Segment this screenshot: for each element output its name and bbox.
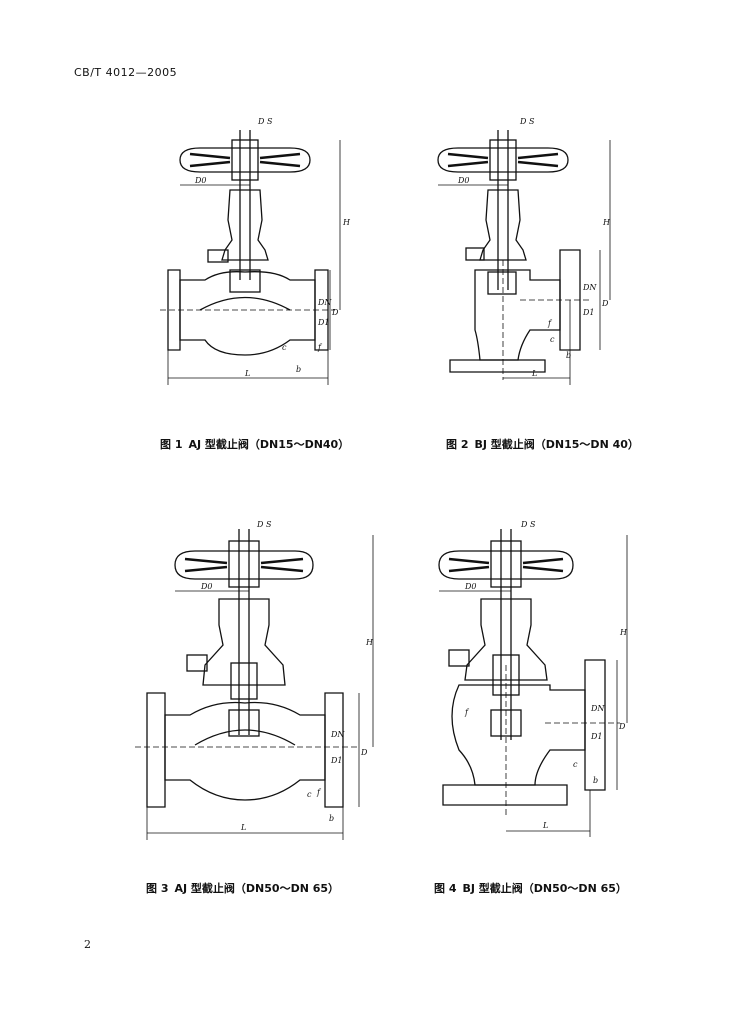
figure-2-number: 图 2 (446, 438, 469, 451)
fig1-label-ds: D S (257, 117, 273, 126)
fig3-label-ds: D S (256, 520, 272, 529)
figure-3-drawing: D S D0 H D DN D1 c b f L (135, 520, 374, 840)
fig4-label-l: L (542, 821, 548, 830)
fig4-label-h: H (619, 628, 628, 637)
fig1-label-h: H (342, 218, 351, 227)
fig2-label-dn: DN (582, 283, 597, 292)
figure-2-drawing: D S D0 H D DN D1 c b f L (437, 117, 611, 385)
figure-4-title: BJ 型截止阀（DN50～DN 65） (462, 882, 627, 895)
figure-1-number: 图 1 (160, 438, 183, 451)
fig3-label-h: H (365, 638, 374, 647)
fig4-label-d1: D1 (590, 732, 603, 741)
fig2-label-d: D (601, 299, 609, 308)
page-number: 2 (84, 938, 91, 951)
fig4-label-dn: DN (590, 704, 605, 713)
fig2-label-ds: D S (519, 117, 535, 126)
figure-1-caption: 图 1 AJ 型截止阀（DN15～DN40） (160, 436, 349, 452)
figure-3-title: AJ 型截止阀（DN50～DN 65） (174, 882, 340, 895)
fig3-label-f: f (316, 788, 322, 797)
fig3-label-c: c (307, 790, 312, 799)
fig3-label-dn: DN (330, 730, 345, 739)
fig2-label-c: c (550, 335, 555, 344)
fig1-label-dn: DN (317, 298, 332, 307)
fig3-label-d: D (360, 748, 368, 757)
figure-2-caption: 图 2 BJ 型截止阀（DN15～DN 40） (446, 436, 639, 452)
fig3-label-l: L (240, 823, 246, 832)
fig2-label-h: H (602, 218, 611, 227)
fig4-label-ds: D S (520, 520, 536, 529)
fig4-label-do: D0 (464, 582, 477, 591)
fig1-label-d: D (331, 308, 339, 317)
fig1-label-d1: D1 (317, 318, 330, 327)
fig1-label-f: f (317, 343, 323, 352)
fig2-label-l: L (531, 369, 537, 378)
figure-1-drawing: D S D0 H D DN D1 c b f L (160, 117, 351, 385)
fig3-label-do: D0 (200, 582, 213, 591)
fig2-label-f: f (547, 319, 553, 328)
fig4-label-c: c (573, 760, 578, 769)
figure-3-caption: 图 3 AJ 型截止阀（DN50～DN 65） (146, 880, 339, 896)
fig1-label-l: L (244, 369, 250, 378)
figure-3-number: 图 3 (146, 882, 169, 895)
fig4-label-d: D (618, 722, 626, 731)
fig1-label-b: b (296, 365, 301, 374)
fig2-label-d1: D1 (582, 308, 595, 317)
fig4-label-b: b (593, 776, 598, 785)
figure-4-drawing: D S D0 H D DN D1 c b f L (438, 520, 628, 837)
fig1-label-do: D0 (194, 176, 207, 185)
fig2-label-do: D0 (457, 176, 470, 185)
figure-4-number: 图 4 (434, 882, 457, 895)
fig4-label-f: f (464, 708, 470, 717)
fig3-label-d1: D1 (330, 756, 343, 765)
standard-number: CB/T 4012—2005 (74, 66, 178, 79)
figure-4-caption: 图 4 BJ 型截止阀（DN50～DN 65） (434, 880, 627, 896)
fig3-label-b: b (329, 814, 334, 823)
fig2-label-b: b (566, 351, 571, 360)
figure-2-title: BJ 型截止阀（DN15～DN 40） (474, 438, 639, 451)
fig1-label-c: c (282, 343, 287, 352)
figure-1-title: AJ 型截止阀（DN15～DN40） (188, 438, 350, 451)
